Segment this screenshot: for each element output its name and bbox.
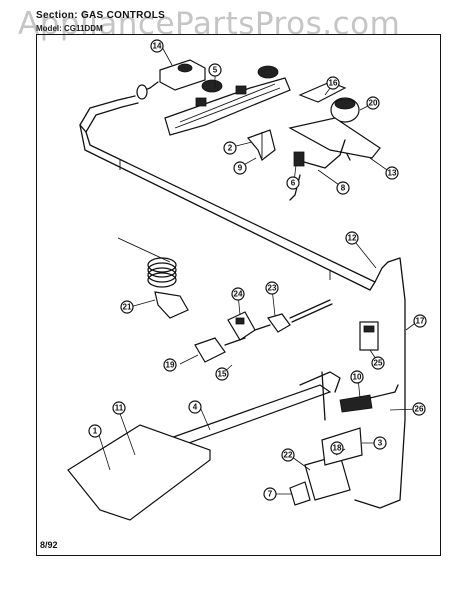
callout-label: 7	[268, 490, 273, 499]
callout-label: 19	[166, 361, 175, 370]
callout-9: 9	[233, 161, 247, 175]
safety-valve	[194, 337, 246, 363]
callout-25: 25	[371, 356, 385, 370]
callout-label: 14	[153, 42, 162, 51]
callout-label: 17	[416, 317, 425, 326]
callout-24: 24	[231, 287, 245, 301]
callout-5: 5	[208, 63, 222, 77]
section-label: Section:	[36, 10, 78, 21]
callout-13: 13	[385, 166, 399, 180]
spark-igniter	[359, 321, 379, 351]
callout-26: 26	[412, 402, 426, 416]
callout-16: 16	[326, 76, 340, 90]
oven-gas-line	[354, 257, 406, 509]
callout-label: 3	[378, 439, 383, 448]
callout-23: 23	[265, 281, 279, 295]
callout-6: 6	[286, 176, 300, 190]
ignition-electrode	[339, 384, 399, 413]
callout-22: 22	[281, 448, 295, 462]
callout-label: 24	[234, 290, 243, 299]
callout-label: 5	[213, 66, 218, 75]
callout-8: 8	[336, 181, 350, 195]
callout-21: 21	[120, 300, 134, 314]
callout-label: 22	[284, 451, 293, 460]
callout-label: 15	[218, 370, 227, 379]
callout-label: 4	[193, 403, 198, 412]
callout-label: 9	[238, 164, 243, 173]
valve-bracket	[246, 129, 276, 161]
callout-label: 23	[268, 284, 277, 293]
callout-label: 2	[228, 144, 233, 153]
callout-11: 11	[112, 401, 126, 415]
callout-label: 25	[374, 359, 383, 368]
date-code: 8/92	[40, 540, 58, 550]
callout-19: 19	[163, 358, 177, 372]
callout-20: 20	[366, 96, 380, 110]
burner-valve	[227, 299, 333, 341]
capillary-coil	[117, 237, 189, 319]
burner-bracket	[289, 427, 363, 506]
callout-label: 12	[348, 234, 357, 243]
model-line: Model: CG11DDM	[36, 24, 103, 33]
callout-17: 17	[413, 314, 427, 328]
section-name: GAS CONTROLS	[80, 10, 166, 21]
callout-label: 13	[388, 169, 397, 178]
callout-label: 16	[329, 79, 338, 88]
callout-7: 7	[263, 487, 277, 501]
manifold-pipe	[79, 95, 389, 291]
watermark-text: AppliancePartsPros.com	[18, 6, 401, 42]
callout-3: 3	[373, 436, 387, 450]
callout-15: 15	[215, 367, 229, 381]
thermostat-bracket	[288, 117, 381, 159]
callout-label: 26	[415, 405, 424, 414]
section-title: Section: GAS CONTROLS	[36, 10, 165, 21]
callout-1: 1	[88, 424, 102, 438]
callout-label: 20	[369, 99, 378, 108]
callout-10: 10	[350, 370, 364, 384]
callout-label: 10	[353, 373, 362, 382]
callout-label: 1	[93, 427, 98, 436]
callout-label: 6	[291, 179, 296, 188]
callout-4: 4	[188, 400, 202, 414]
pressure-regulator	[136, 59, 206, 100]
callout-label: 18	[333, 444, 342, 453]
diagram-frame	[36, 34, 441, 556]
callout-18: 18	[330, 441, 344, 455]
callout-label: 8	[341, 184, 346, 193]
callout-label: 21	[123, 303, 132, 312]
callout-2: 2	[223, 141, 237, 155]
callout-14: 14	[150, 39, 164, 53]
callout-12: 12	[345, 231, 359, 245]
callout-label: 11	[115, 404, 124, 413]
burner-valve-assembly	[164, 65, 291, 136]
